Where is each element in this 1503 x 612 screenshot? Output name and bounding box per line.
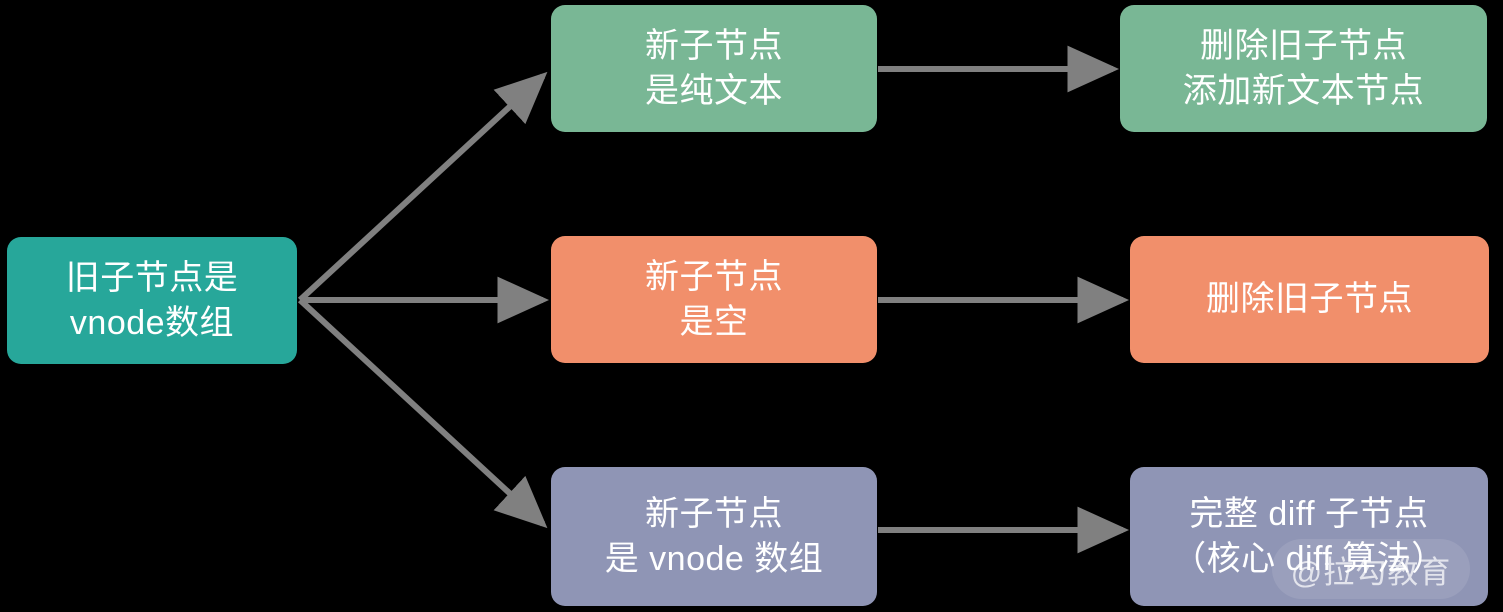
- node-new-children-vnode-array: 新子节点 是 vnode 数组: [551, 467, 877, 606]
- arrow-root-to-branch-0: [297, 71, 548, 303]
- node-result-full-diff: 完整 diff 子节点 （核心 diff 算法）: [1130, 467, 1488, 606]
- node-result-remove-old-children: 删除旧子节点: [1130, 236, 1489, 363]
- node-new-children-empty: 新子节点 是空: [551, 236, 877, 363]
- watermark-badge: @拉勾教育: [1272, 539, 1470, 599]
- arrow-root-to-branch-2: [297, 297, 548, 529]
- node-new-children-text: 新子节点 是纯文本: [551, 5, 877, 132]
- node-old-children-vnode-array: 旧子节点是 vnode数组: [7, 237, 297, 364]
- node-result-remove-old-add-text: 删除旧子节点 添加新文本节点: [1120, 5, 1487, 132]
- watermark-label: @拉勾教育: [1290, 554, 1452, 590]
